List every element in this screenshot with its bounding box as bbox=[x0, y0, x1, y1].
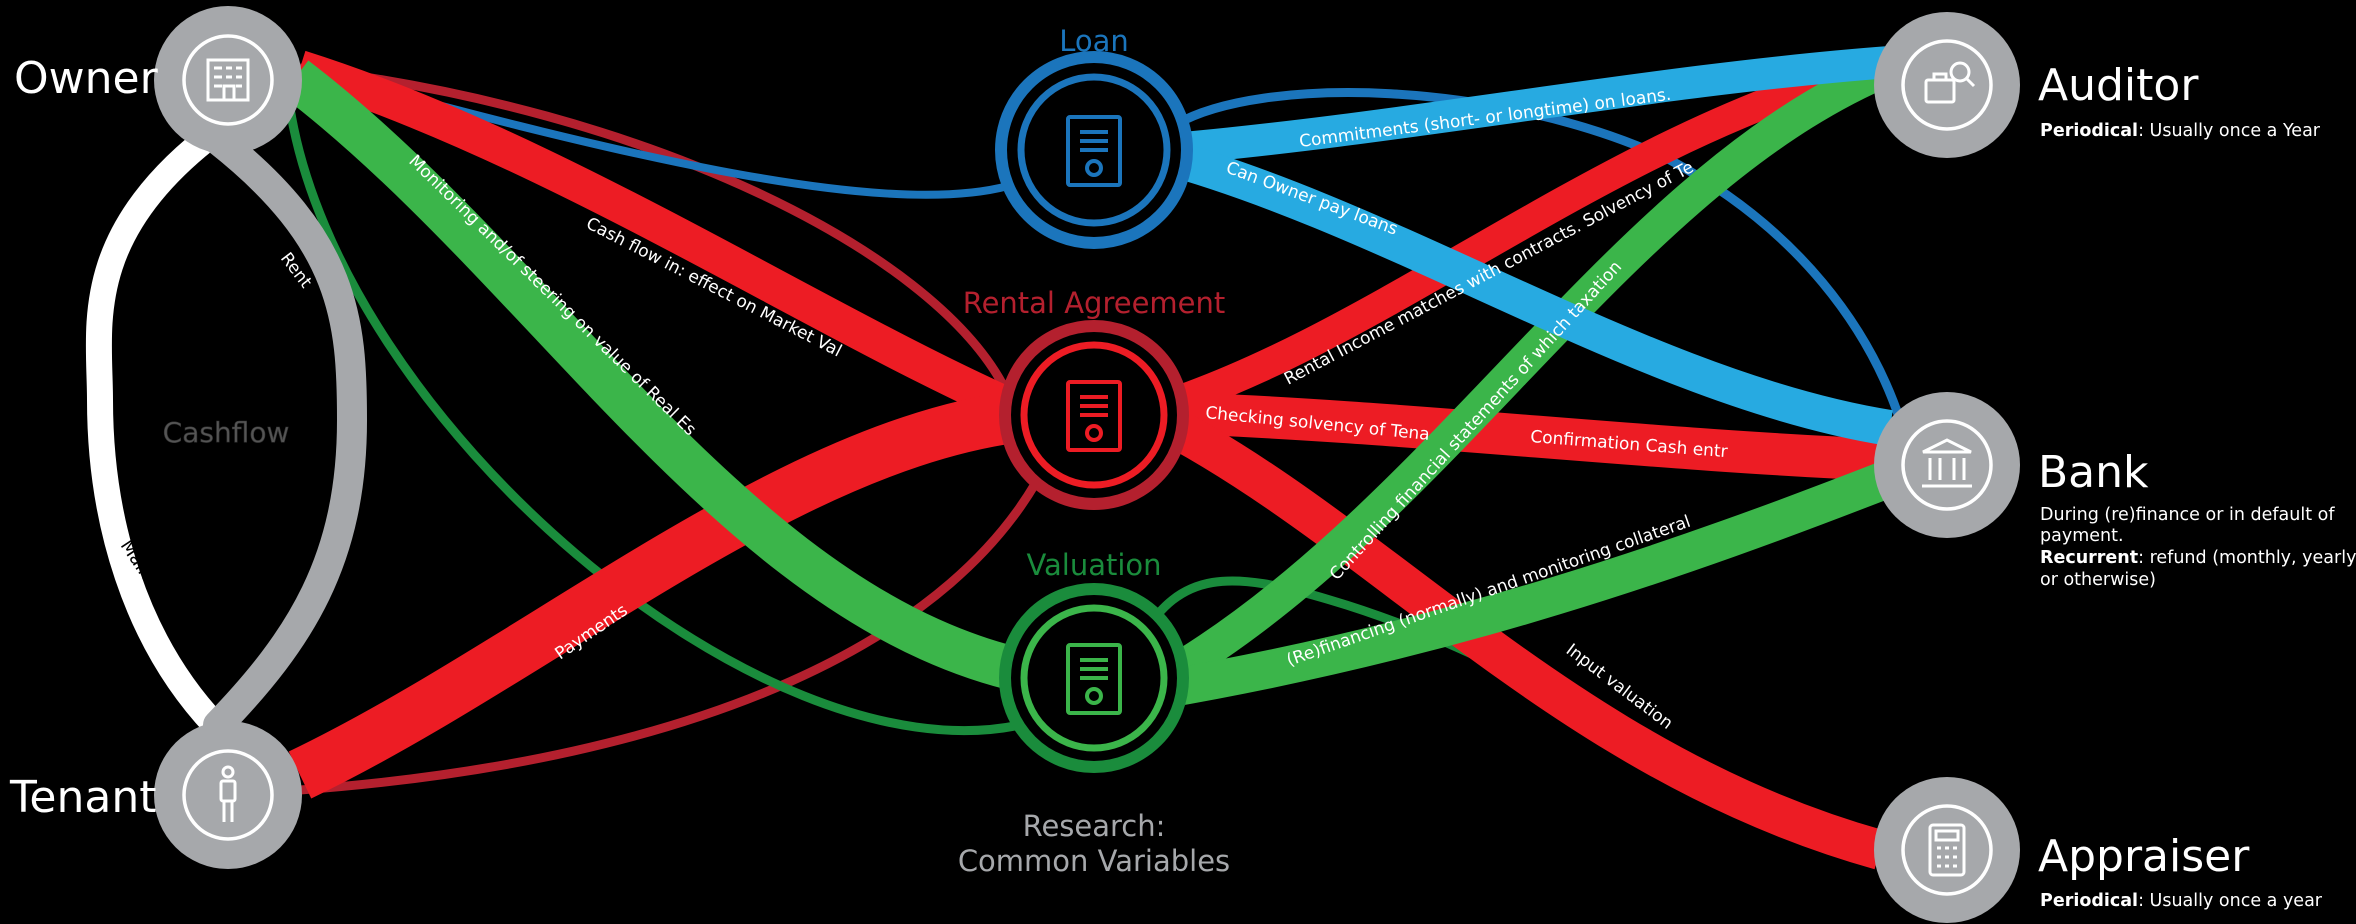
band-valuation-auditor bbox=[1151, 52, 1897, 695]
bank-icon bbox=[1922, 438, 1972, 488]
valuation-hub[interactable] bbox=[999, 583, 1189, 773]
document-icon bbox=[1066, 380, 1122, 452]
rental-agreement-title: Rental Agreement bbox=[963, 286, 1226, 320]
research-line1: Research: bbox=[1023, 809, 1166, 843]
appraiser-node[interactable] bbox=[1874, 777, 2020, 923]
thin-line-tenant-rental bbox=[299, 458, 1053, 795]
bank-note-line3: Recurrent: refund (monthly, yearly bbox=[2040, 548, 2356, 568]
rent-band bbox=[203, 125, 368, 740]
building-icon bbox=[206, 58, 250, 102]
research-line2: Common Variables bbox=[958, 844, 1230, 878]
briefcase-search-icon bbox=[1924, 61, 1976, 104]
bank-note-line4: or otherwise) bbox=[2040, 570, 2156, 590]
auditor-label: Auditor bbox=[2038, 60, 2199, 111]
band-loan-bank bbox=[1155, 137, 1893, 446]
band-owner-rental bbox=[294, 50, 1038, 432]
band-rental-appraiser bbox=[1141, 397, 1886, 870]
tenant-node[interactable] bbox=[154, 721, 302, 869]
band-rental-bank bbox=[1149, 391, 1891, 481]
maintenance-band bbox=[85, 127, 228, 738]
loan-title: Loan bbox=[1059, 24, 1129, 58]
thin-line-owner-rental bbox=[299, 63, 1007, 388]
calculator-icon bbox=[1928, 823, 1966, 877]
appraiser-label: Appraiser bbox=[2038, 831, 2250, 882]
valuation-title: Valuation bbox=[1026, 548, 1161, 582]
person-icon bbox=[219, 765, 237, 822]
owner-label: Owner bbox=[14, 53, 159, 104]
thin-line-owner-valuation bbox=[285, 107, 1021, 735]
appraiser-note: Periodical: Usually once a year bbox=[2040, 891, 2323, 911]
document-icon bbox=[1066, 115, 1122, 187]
auditor-node[interactable] bbox=[1874, 12, 2020, 158]
document-icon bbox=[1066, 643, 1122, 715]
bank-node[interactable] bbox=[1874, 392, 2020, 538]
owner-node[interactable] bbox=[154, 6, 302, 154]
bank-label: Bank bbox=[2038, 447, 2149, 498]
band-loan-auditor bbox=[1158, 46, 1892, 166]
bank-note-line2: payment. bbox=[2040, 526, 2124, 546]
band-rental-auditor bbox=[1145, 50, 1884, 425]
loan-hub[interactable] bbox=[995, 51, 1193, 249]
rental-agreement-hub[interactable] bbox=[999, 320, 1189, 510]
cashflow-label: Cashflow bbox=[163, 416, 290, 449]
band-tenant-rental bbox=[288, 389, 1033, 799]
tenant-label: Tenant bbox=[9, 772, 156, 823]
bank-note-line1: During (re)finance or in default of bbox=[2040, 505, 2335, 525]
auditor-note: Periodical: Usually once a Year bbox=[2040, 121, 2321, 141]
band-owner-valuation bbox=[281, 60, 1083, 702]
band-valuation-bank bbox=[1156, 460, 1897, 709]
